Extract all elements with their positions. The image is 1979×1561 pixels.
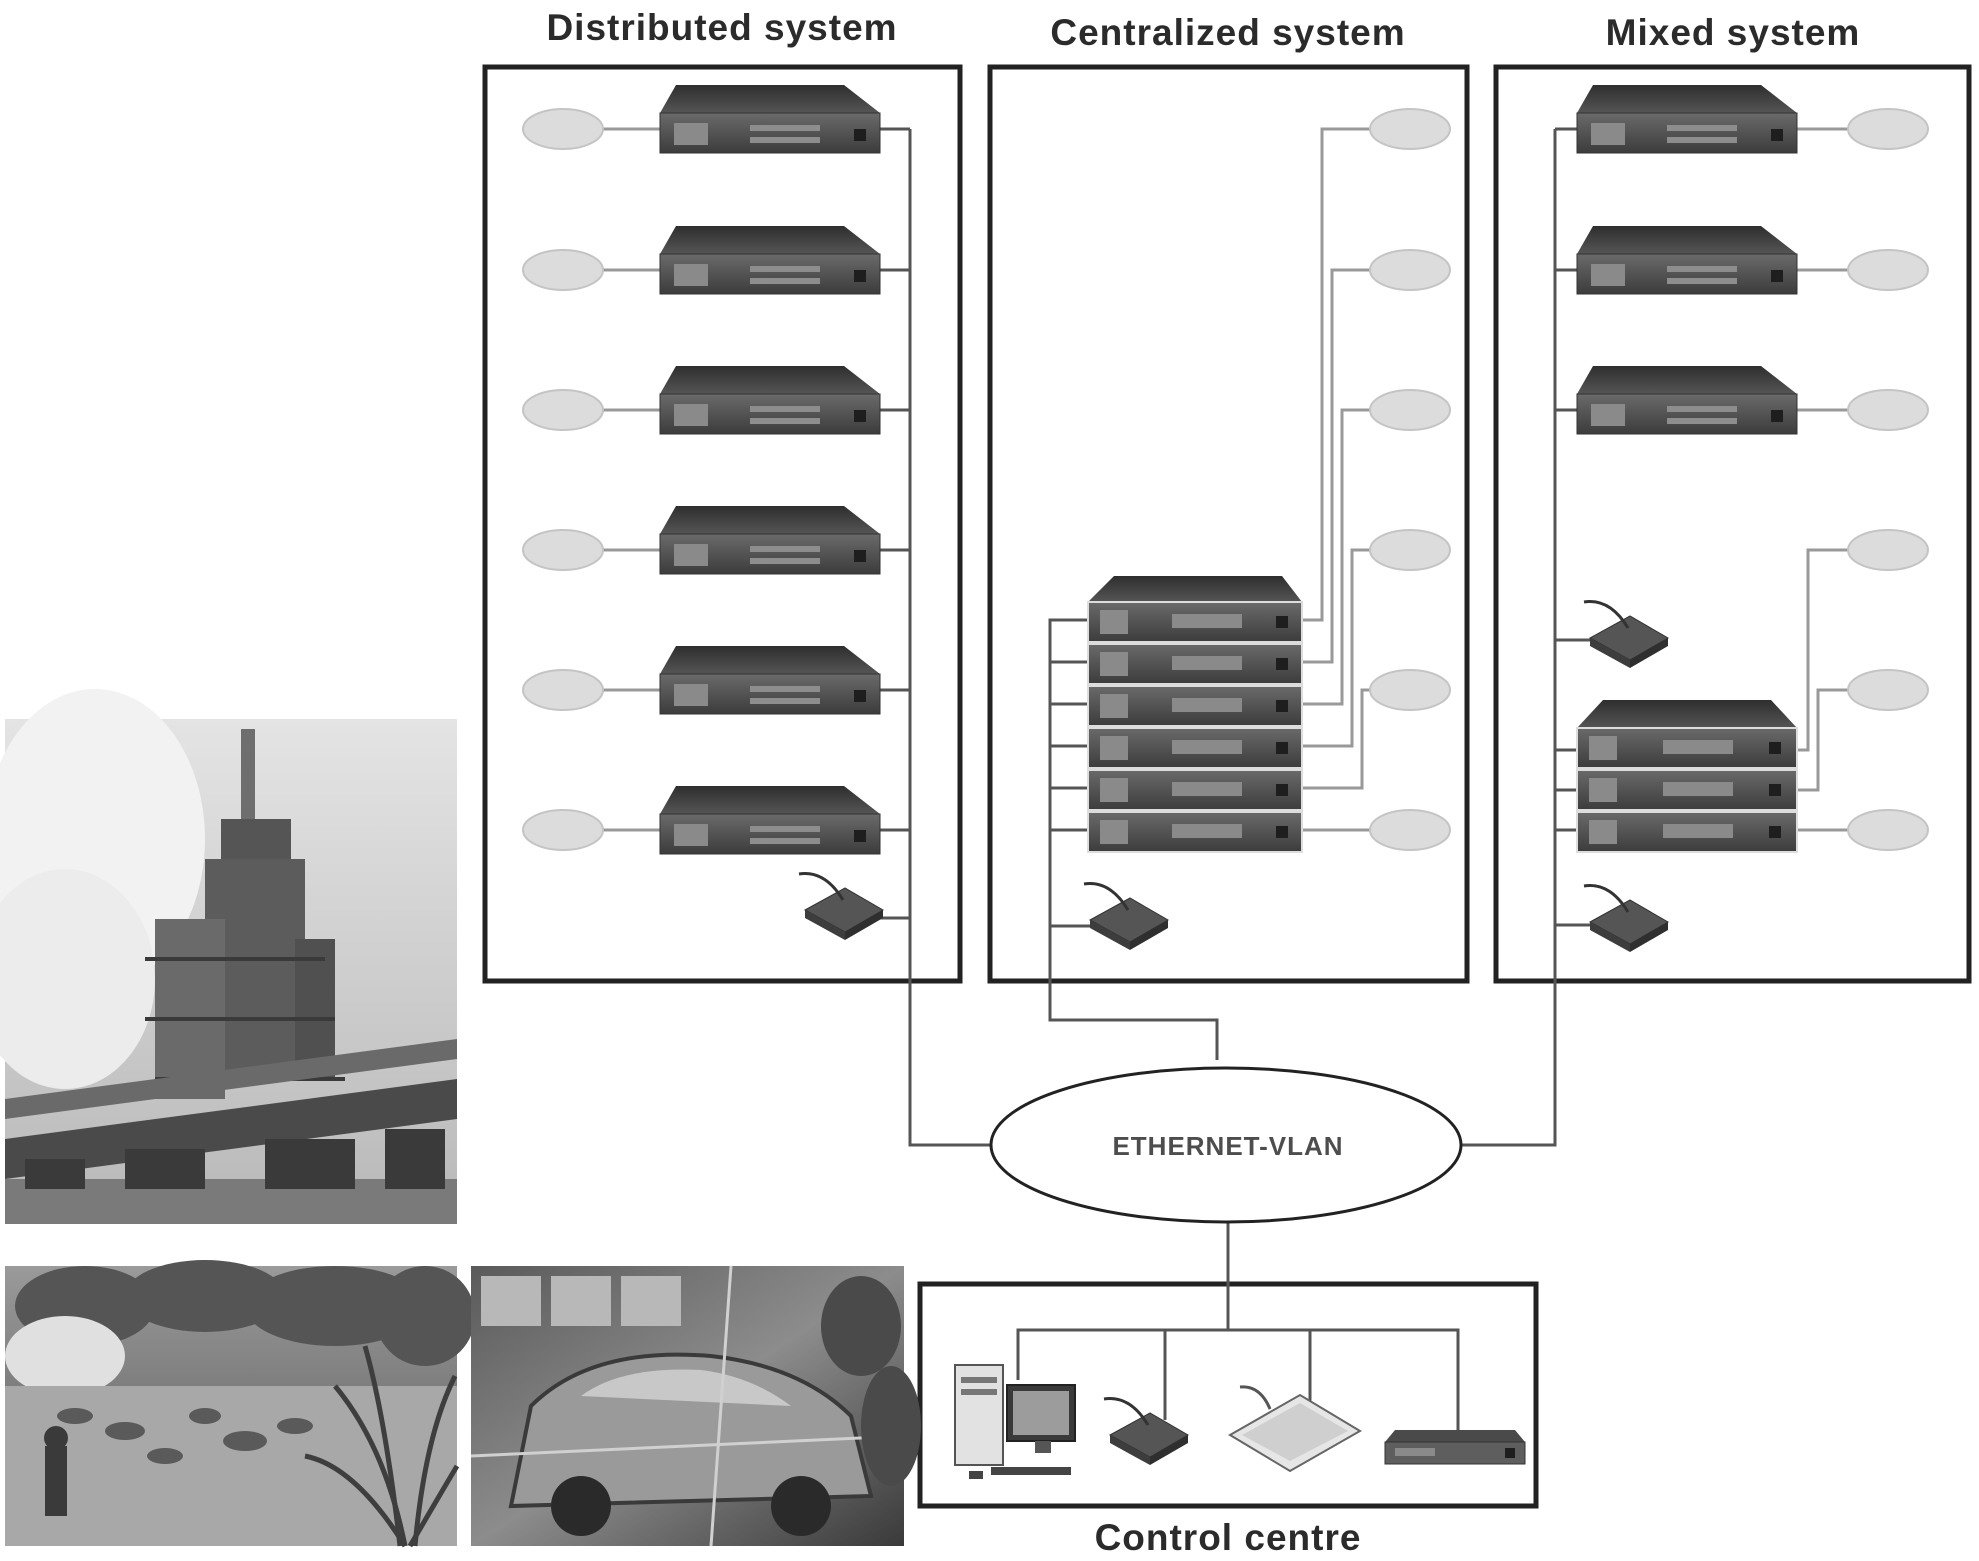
rack-unit-icon <box>1384 1430 1526 1465</box>
paging-microphone-icon <box>1103 1397 1189 1465</box>
ethernet-vlan-label: ETHERNET-VLAN <box>1112 1131 1343 1161</box>
distributed-system-frame <box>482 64 963 984</box>
amplifier-unit-icon <box>659 506 881 575</box>
amplifier-unit-icon <box>1576 366 1798 435</box>
paging-microphone-icon <box>798 872 884 940</box>
speaker-zone-icon <box>1369 108 1451 150</box>
speaker-zone-icon <box>1369 529 1451 571</box>
amplifier-unit-icon <box>659 366 881 435</box>
vehicle-scene-photo <box>470 1265 921 1547</box>
speaker-zone-icon <box>1847 249 1929 291</box>
speaker-zone-icon <box>522 389 604 431</box>
title-mixed-system: Mixed system <box>1606 12 1861 53</box>
speaker-zone-icon <box>1847 108 1929 150</box>
speaker-zone-icon <box>522 249 604 291</box>
control-centre-devices <box>954 1364 1526 1479</box>
speaker-zone-icon <box>1847 389 1929 431</box>
title-control-centre: Control centre <box>1095 1517 1362 1558</box>
amplifier-unit-icon <box>659 226 881 295</box>
paging-microphone-icon <box>1583 884 1669 952</box>
paging-microphone-icon <box>1083 882 1169 950</box>
touch-panel-icon <box>1228 1385 1362 1473</box>
rack-unit-icon <box>1087 576 1303 853</box>
paging-microphone-icon <box>1583 600 1669 668</box>
centralized-devices <box>1083 108 1451 950</box>
mixed-system-frame <box>1493 64 1972 984</box>
speaker-zone-icon <box>522 809 604 851</box>
amplifier-unit-icon <box>1576 226 1798 295</box>
speaker-zone-icon <box>1369 669 1451 711</box>
speaker-zone-icon <box>522 669 604 711</box>
industrial-plant-photo <box>0 689 457 1224</box>
centralized-system-frame <box>987 64 1470 984</box>
amplifier-unit-icon <box>659 786 881 855</box>
title-centralized-system: Centralized system <box>1050 12 1405 53</box>
park-scene-photo <box>5 1260 475 1548</box>
speaker-zone-icon <box>1369 249 1451 291</box>
speaker-zone-icon <box>1847 529 1929 571</box>
amplifier-unit-icon <box>1576 85 1798 154</box>
rack-unit-icon <box>1576 700 1798 853</box>
computer-workstation-icon <box>954 1364 1076 1479</box>
distributed-devices <box>522 85 884 940</box>
speaker-zone-icon <box>522 108 604 150</box>
speaker-zone-icon <box>1369 809 1451 851</box>
speaker-zone-icon <box>522 529 604 571</box>
ethernet-vlan-network <box>989 1066 1463 1224</box>
speaker-zone-icon <box>1847 809 1929 851</box>
amplifier-unit-icon <box>659 85 881 154</box>
title-distributed-system: Distributed system <box>546 7 897 48</box>
speaker-zone-icon <box>1369 389 1451 431</box>
amplifier-unit-icon <box>659 646 881 715</box>
mixed-devices <box>1576 85 1929 952</box>
speaker-zone-icon <box>1847 669 1929 711</box>
